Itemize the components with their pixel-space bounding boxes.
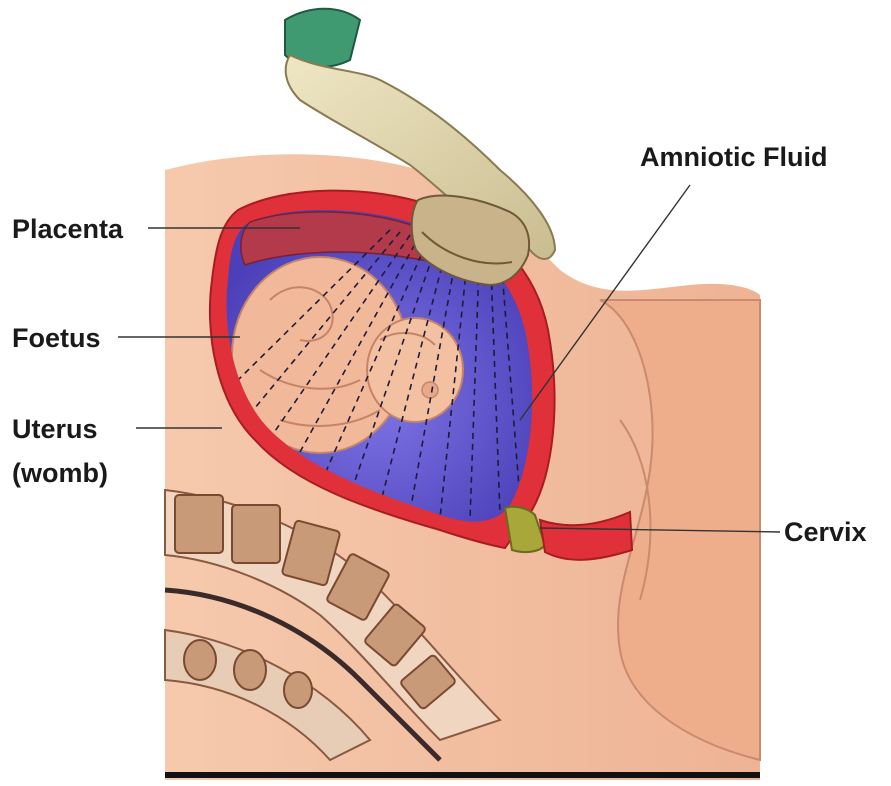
label-foetus: Foetus [12,323,101,353]
label-uterus: Uterus [12,414,98,444]
label-placenta: Placenta [12,214,124,244]
label-womb: (womb) [12,458,108,488]
label-cervix: Cervix [784,517,867,547]
floor-line [165,772,760,778]
label-amniotic-fluid: Amniotic Fluid [640,142,827,172]
